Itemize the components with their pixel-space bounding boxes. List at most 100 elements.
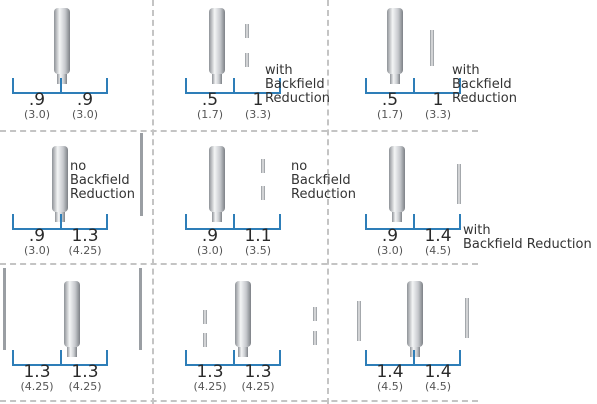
dimension-value: 1.4 bbox=[424, 362, 452, 382]
bracket-tick bbox=[12, 350, 14, 366]
bracket-tick bbox=[106, 78, 108, 94]
bracket-tick bbox=[413, 350, 415, 366]
emitter-cylinder-icon bbox=[54, 8, 70, 84]
divider-bar-row3-left bbox=[3, 268, 6, 350]
emitter-cylinder-icon bbox=[407, 281, 423, 357]
bracket-tick bbox=[413, 78, 415, 94]
bracket-tick bbox=[185, 78, 187, 94]
backfield-stub-icon bbox=[245, 24, 249, 38]
bracket-tick bbox=[12, 214, 14, 230]
bracket-tick bbox=[365, 214, 367, 230]
backfield-note: Backfield bbox=[291, 173, 351, 188]
dimension-value: .9 bbox=[28, 90, 46, 110]
backfield-note: Backfield bbox=[452, 77, 512, 92]
bracket-tick bbox=[106, 214, 108, 230]
dimension-value: 1.3 bbox=[23, 362, 51, 382]
divider-bar-row3-right bbox=[139, 268, 142, 350]
bracket-tick bbox=[12, 78, 14, 94]
emitter-cylinder-icon bbox=[389, 146, 405, 222]
backfield-note: Backfield bbox=[70, 173, 130, 188]
backfield-stub-icon bbox=[261, 186, 265, 200]
bracket-tick bbox=[413, 214, 415, 230]
bracket-tick bbox=[279, 350, 281, 366]
dimension-value: 1.1 bbox=[244, 226, 272, 246]
backfield-note: Backfield Reduction bbox=[463, 237, 592, 252]
bracket-tick bbox=[459, 78, 461, 94]
dimension-value: .9 bbox=[381, 226, 399, 246]
row-divider-bottom bbox=[0, 400, 478, 402]
column-divider-1 bbox=[152, 0, 154, 404]
backfield-note: with bbox=[452, 63, 480, 78]
backfield-note: no bbox=[70, 159, 87, 174]
bracket-tick bbox=[60, 214, 62, 230]
bracket-tick bbox=[365, 78, 367, 94]
dimension-metric-value: (4.25) bbox=[241, 380, 275, 393]
emitter-cylinder-icon bbox=[64, 281, 80, 357]
backfield-note: Reduction bbox=[70, 187, 135, 202]
bracket-tick bbox=[365, 350, 367, 366]
bracket-tick bbox=[459, 214, 461, 230]
dimension-value: .9 bbox=[76, 90, 94, 110]
bracket-tick bbox=[279, 78, 281, 94]
backfield-stub-icon bbox=[203, 333, 207, 347]
dimension-metric-value: (3.0) bbox=[71, 108, 99, 121]
emitter-cylinder-icon bbox=[387, 8, 403, 84]
dimension-metric-value: (4.5) bbox=[376, 380, 404, 393]
dimension-metric-value: (4.25) bbox=[193, 380, 227, 393]
dimension-value: .5 bbox=[381, 90, 399, 110]
dimension-metric-value: (1.7) bbox=[376, 108, 404, 121]
dimension-value: 1 bbox=[432, 90, 444, 110]
dimension-metric-value: (4.5) bbox=[424, 244, 452, 257]
dimension-metric-value: (4.25) bbox=[68, 244, 102, 257]
bracket-tick bbox=[185, 350, 187, 366]
dimension-value: 1.3 bbox=[244, 362, 272, 382]
emitter-cylinder-icon bbox=[209, 146, 225, 222]
backfield-note: Backfield bbox=[265, 77, 325, 92]
dimension-value: .9 bbox=[28, 226, 46, 246]
dimension-metric-value: (3.0) bbox=[196, 244, 224, 257]
bracket-tick bbox=[233, 350, 235, 366]
backfield-note: with bbox=[265, 63, 293, 78]
divider-bar-row2 bbox=[140, 133, 143, 216]
backfield-stub-icon bbox=[430, 30, 434, 66]
backfield-note: with bbox=[463, 223, 491, 238]
dimension-metric-value: (3.0) bbox=[23, 244, 51, 257]
dimension-value: 1.4 bbox=[376, 362, 404, 382]
dimension-value: 1 bbox=[252, 90, 264, 110]
dimension-value: 1.3 bbox=[196, 362, 224, 382]
backfield-note: Reduction bbox=[452, 91, 517, 106]
backfield-stub-icon bbox=[357, 301, 361, 341]
dimension-metric-value: (4.25) bbox=[68, 380, 102, 393]
backfield-note: Reduction bbox=[291, 187, 356, 202]
bracket-tick bbox=[459, 350, 461, 366]
backfield-stub-icon bbox=[313, 307, 317, 321]
dimension-metric-value: (3.0) bbox=[23, 108, 51, 121]
backfield-stub-icon bbox=[313, 331, 317, 345]
backfield-stub-icon bbox=[261, 159, 265, 173]
dimension-value: 1.3 bbox=[71, 362, 99, 382]
bracket-tick bbox=[185, 214, 187, 230]
bracket-tick bbox=[233, 78, 235, 94]
dimension-metric-value: (1.7) bbox=[196, 108, 224, 121]
bracket-tick bbox=[279, 214, 281, 230]
bracket-tick bbox=[60, 78, 62, 94]
dimension-value: 1.3 bbox=[71, 226, 99, 246]
column-divider-2 bbox=[327, 0, 329, 404]
dimension-value: 1.4 bbox=[424, 226, 452, 246]
backfield-stub-icon bbox=[457, 164, 461, 204]
dimension-value: .9 bbox=[201, 226, 219, 246]
dimension-metric-value: (3.5) bbox=[244, 244, 272, 257]
emitter-cylinder-icon bbox=[235, 281, 251, 357]
row-divider-2 bbox=[0, 263, 478, 265]
bracket-tick bbox=[60, 350, 62, 366]
dimension-metric-value: (4.25) bbox=[20, 380, 54, 393]
backfield-note: no bbox=[291, 159, 308, 174]
row-divider-1 bbox=[0, 130, 478, 132]
bracket-tick bbox=[106, 350, 108, 366]
dimension-metric-value: (3.3) bbox=[244, 108, 272, 121]
dimension-metric-value: (4.5) bbox=[424, 380, 452, 393]
dimension-metric-value: (3.0) bbox=[376, 244, 404, 257]
emitter-cylinder-icon bbox=[209, 8, 225, 84]
bracket-tick bbox=[233, 214, 235, 230]
dimension-value: .5 bbox=[201, 90, 219, 110]
